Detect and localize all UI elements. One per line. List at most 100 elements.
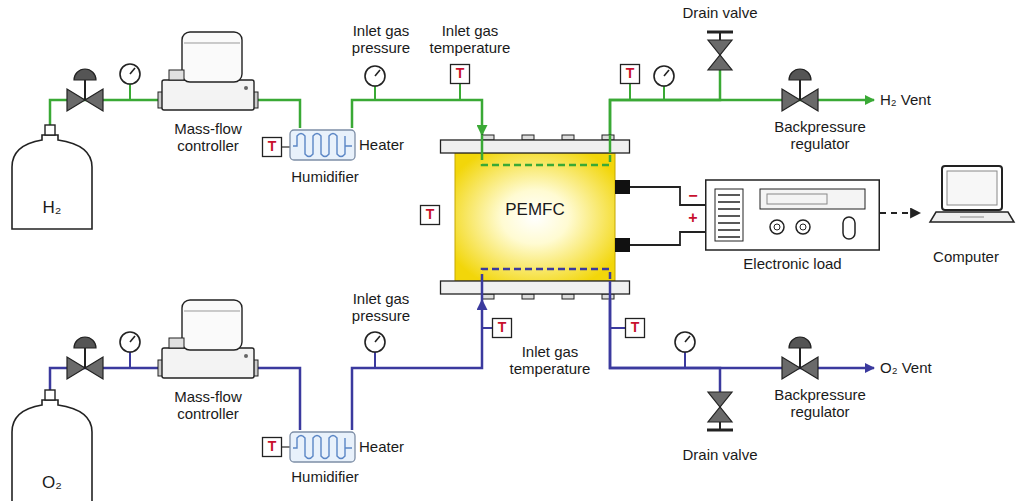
shutoff-valve	[67, 89, 85, 111]
pressure-gauge	[120, 64, 695, 368]
fuel-cell-stack-icon	[602, 135, 614, 140]
pressure-gauge	[120, 64, 140, 84]
drain-valve-icon	[708, 407, 732, 422]
pressure-gauge	[130, 68, 135, 74]
electronic-load-icon	[715, 189, 743, 241]
sensor-stem	[282, 84, 630, 447]
gas-pipe	[50, 368, 158, 390]
text-holder: Inlet gas temperature	[422, 22, 518, 56]
drain-valve-icon	[707, 429, 733, 432]
node-label: T	[450, 65, 470, 82]
mass-flow-controller-icon	[244, 86, 248, 90]
text-holder: Heater	[359, 136, 429, 153]
text-holder: Humidifier	[285, 468, 365, 485]
electronic-load-icon	[774, 224, 780, 230]
temperature-sensor: T	[620, 64, 640, 84]
mass-flow-controller-icon	[184, 43, 240, 44]
mass-flow-controller-icon	[162, 80, 254, 110]
mass-flow-controller-icon	[182, 300, 242, 350]
backpressure-regulator-icon	[782, 89, 800, 111]
pressure-gauge	[654, 66, 674, 86]
gas-cylinder-icon	[45, 125, 55, 135]
backpressure-regulator-icon	[789, 69, 811, 80]
mass-flow-controller-icon	[162, 348, 254, 378]
text-holder: Inlet gas temperature	[500, 343, 600, 377]
annotation-label: +	[686, 209, 700, 226]
fuel-cell-stack-icon	[482, 294, 494, 299]
node-label: Drain valve	[678, 446, 762, 463]
pressure-gauge	[130, 336, 135, 342]
data-link	[880, 212, 920, 214]
node-label: T	[262, 438, 282, 455]
pressure-gauge	[374, 86, 376, 100]
fuel-cell-stack-icon	[482, 135, 610, 153]
fuel-cell-stack-icon	[482, 135, 494, 140]
text-holder: T	[262, 138, 282, 155]
electronic-load-icon	[718, 229, 740, 231]
node-label: H₂	[8, 199, 96, 216]
shutoff-valve	[74, 69, 96, 80]
gas-pipe	[610, 85, 720, 135]
node-label: Heater	[359, 136, 429, 153]
text-holder: O₂	[8, 474, 96, 491]
text-holder: Backpressure regulator	[765, 386, 875, 420]
annotation-label: Inlet gas pressure	[345, 22, 417, 56]
computer-icon	[930, 212, 1014, 222]
mass-flow-controller-icon	[184, 311, 240, 312]
fuel-cell-stack: PEMFC	[440, 135, 630, 300]
node-label: Backpressure regulator	[765, 118, 875, 152]
node-label: Computer	[920, 248, 1012, 265]
gas-cylinder-icon	[45, 390, 55, 400]
node-label: PEMFC	[455, 201, 615, 218]
drain-valve-icon	[719, 380, 722, 392]
node-label: O₂	[8, 474, 96, 491]
sensor-stem	[629, 84, 631, 100]
text-holder: T	[262, 438, 282, 455]
text-holder: H₂	[8, 199, 96, 216]
text-holder: Drain valve	[678, 446, 762, 463]
vent-line	[765, 99, 874, 102]
text-holder: Electronic load	[705, 255, 880, 272]
fuel-cell-stack-icon	[482, 153, 610, 165]
electronic-load-icon	[718, 194, 740, 196]
pressure-gauge	[375, 70, 380, 76]
shutoff-valve	[84, 80, 86, 100]
temperature-sensor-icon	[263, 438, 282, 457]
backpressure-regulator-icon	[799, 348, 801, 368]
gas-pipe	[50, 100, 158, 125]
humidifier-icon	[290, 130, 355, 160]
temperature-sensor-icon	[451, 65, 470, 84]
gas-cylinder: H₂	[8, 125, 96, 230]
mass-flow-controller: Mass-flow controller	[158, 296, 258, 426]
node-label: Heater	[359, 438, 429, 455]
temperature-sensor: T	[262, 137, 282, 157]
sensor-stem	[610, 327, 625, 329]
annotation-label: Inlet gas pressure	[345, 290, 417, 324]
computer-icon	[960, 217, 984, 218]
drain-valve: Drain valve	[678, 4, 762, 85]
temperature-sensor: T	[420, 205, 440, 225]
electronic-load-icon	[843, 217, 855, 239]
electronic-load-icon	[718, 222, 740, 224]
pressure-gauge	[685, 336, 690, 342]
shutoff-valve	[84, 348, 86, 368]
drain-valve-icon	[708, 40, 732, 55]
temperature-sensor-icon	[621, 65, 640, 84]
node-label: Mass-flow controller	[158, 120, 258, 154]
text-holder: T	[625, 319, 645, 336]
pressure-gauge	[129, 84, 131, 100]
backpressure-regulator-icon	[782, 357, 800, 379]
drain-valve-icon	[708, 55, 732, 70]
shutoff-valve	[85, 357, 103, 379]
text-holder: H₂ Vent	[880, 91, 970, 108]
fuel-cell-stack-icon	[602, 294, 614, 299]
annotation-label: Inlet gas temperature	[500, 343, 600, 377]
pressure-gauge	[375, 336, 380, 342]
humidifier-icon	[290, 432, 355, 462]
text-holder: T	[450, 65, 470, 82]
vent-line	[765, 367, 874, 370]
annotation-label: −	[686, 187, 700, 204]
electronic-load-icon	[718, 236, 740, 238]
backpressure-regulator-icon	[800, 357, 818, 379]
text-holder: Computer	[920, 248, 1012, 265]
